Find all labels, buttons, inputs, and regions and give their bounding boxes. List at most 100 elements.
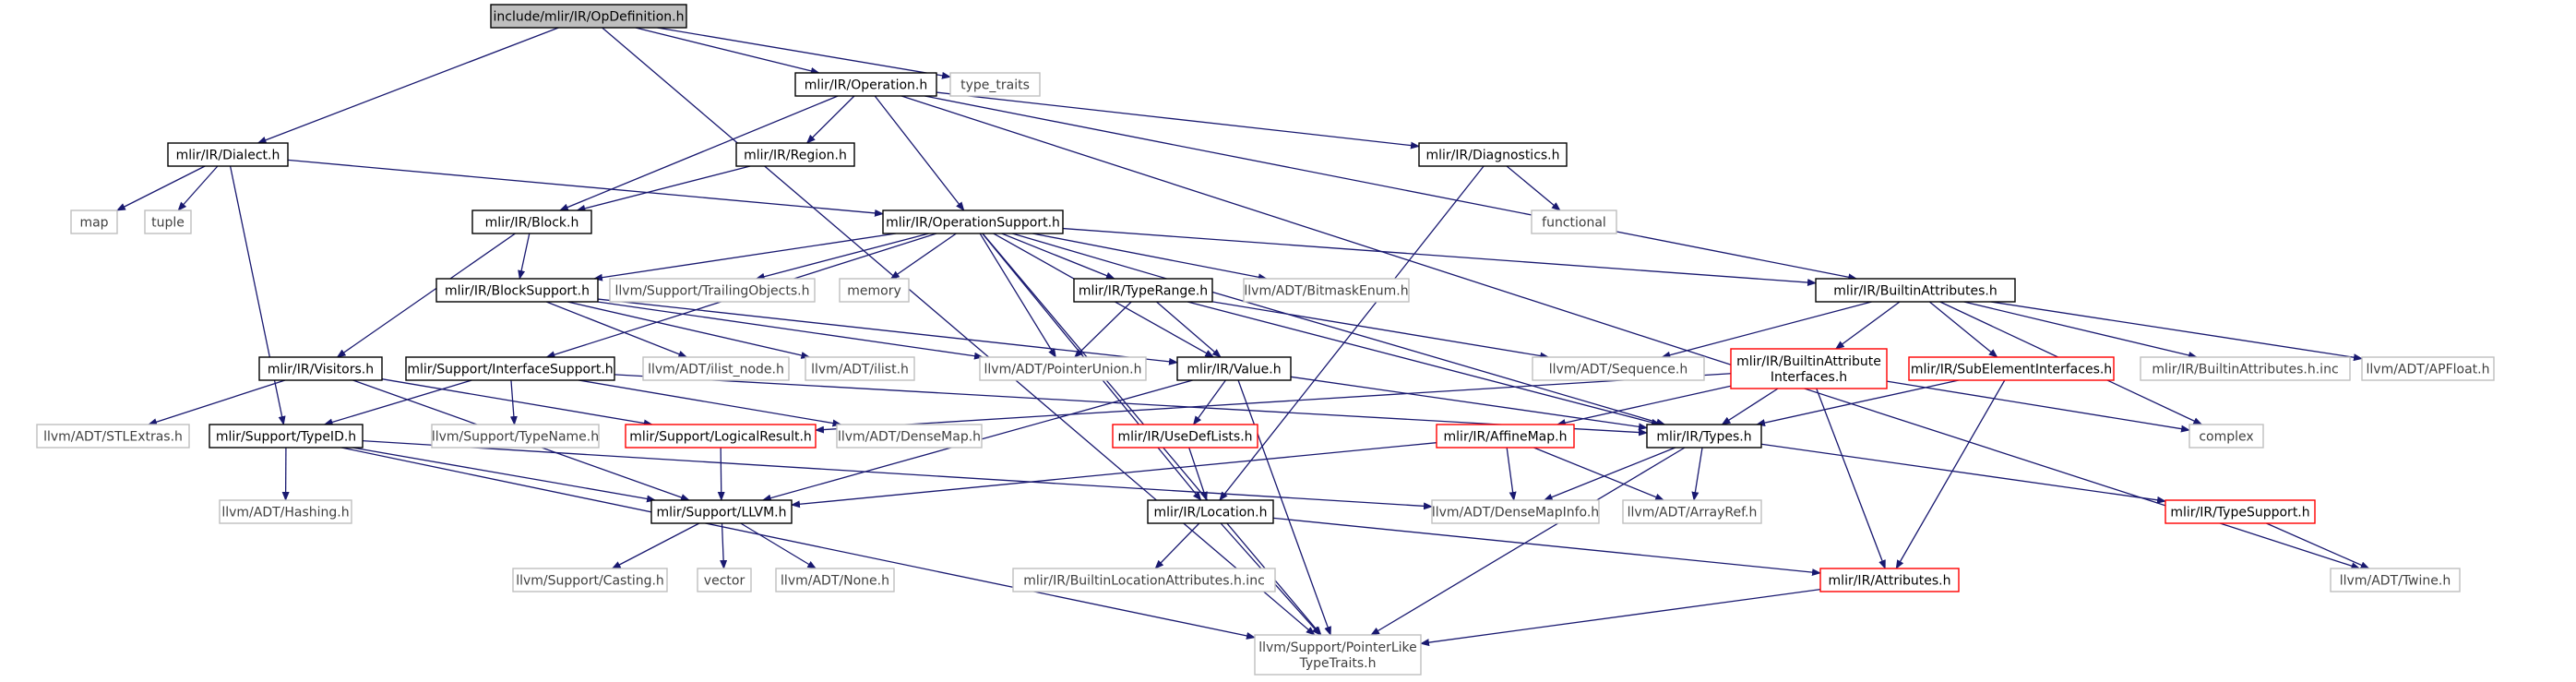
node-dialect[interactable]: mlir/IR/Dialect.h bbox=[167, 142, 289, 167]
node-usedef[interactable]: mlir/IR/UseDefLists.h bbox=[1112, 424, 1258, 449]
node-box-ilistnode bbox=[642, 356, 790, 381]
edge-blocksupport-to-value bbox=[597, 298, 1178, 365]
node-ptrunion[interactable]: llvm/ADT/PointerUnion.h bbox=[979, 356, 1147, 381]
node-box-apfloat bbox=[2361, 356, 2495, 381]
node-label-ptrlike: llvm/Support/PointerLike bbox=[1258, 640, 1417, 655]
edge-builtinattrs-to-sequence bbox=[1661, 301, 1872, 359]
node-operation[interactable]: mlir/IR/Operation.h bbox=[794, 72, 937, 97]
node-label-usedef: mlir/IR/UseDefLists.h bbox=[1117, 430, 1252, 445]
node-logicalresult[interactable]: mlir/Support/LogicalResult.h bbox=[625, 424, 817, 449]
node-label-complex: complex bbox=[2199, 430, 2253, 445]
edge-ifacesupport-to-types bbox=[614, 374, 1648, 437]
node-complex[interactable]: complex bbox=[2188, 424, 2264, 449]
node-twine[interactable]: llvm/ADT/Twine.h bbox=[2330, 568, 2461, 592]
edge-operation-to-builtinattrs bbox=[924, 95, 1858, 281]
node-box-subelem bbox=[1908, 356, 2115, 381]
edge-block-to-visitors bbox=[336, 233, 516, 358]
edge-baifaces-to-attributes bbox=[1816, 388, 1886, 569]
node-none[interactable]: llvm/ADT/None.h bbox=[775, 568, 895, 592]
node-box-functional bbox=[1531, 209, 1617, 234]
node-box-affinemap bbox=[1436, 424, 1575, 449]
node-types[interactable]: mlir/IR/Types.h bbox=[1646, 424, 1762, 449]
node-llvmh[interactable]: mlir/Support/LLVM.h bbox=[650, 499, 793, 524]
node-label-type_traits: type_traits bbox=[960, 78, 1030, 93]
node-builtinattrs[interactable]: mlir/IR/BuiltinAttributes.h bbox=[1815, 278, 2016, 303]
node-label-densemap: llvm/ADT/DenseMap.h bbox=[838, 430, 981, 445]
edge-llvmh-to-vector bbox=[720, 522, 728, 569]
node-map[interactable]: map bbox=[70, 209, 118, 234]
node-label-memory: memory bbox=[847, 284, 901, 299]
node-functional[interactable]: functional bbox=[1531, 209, 1617, 234]
node-trailing[interactable]: llvm/Support/TrailingObjects.h bbox=[609, 278, 816, 303]
node-label-llvmh: mlir/Support/LLVM.h bbox=[657, 506, 787, 520]
edge-location-to-attributes bbox=[1272, 517, 1821, 577]
node-box-arrayref bbox=[1622, 499, 1762, 524]
node-label-densemapinfo: llvm/ADT/DenseMapInfo.h bbox=[1432, 506, 1599, 520]
node-casting[interactable]: llvm/Support/Casting.h bbox=[512, 568, 668, 592]
node-densemapinfo[interactable]: llvm/ADT/DenseMapInfo.h bbox=[1431, 499, 1600, 524]
node-battrsinc[interactable]: mlir/IR/BuiltinAttributes.h.inc bbox=[2140, 356, 2351, 381]
node-opdef[interactable]: include/mlir/IR/OpDefinition.h bbox=[490, 4, 687, 29]
edge-builtinattrs-to-apfloat bbox=[1990, 301, 2363, 362]
node-diagnostics[interactable]: mlir/IR/Diagnostics.h bbox=[1418, 142, 1568, 167]
node-region[interactable]: mlir/IR/Region.h bbox=[735, 142, 855, 167]
edge-ifacesupport-to-densemap bbox=[578, 379, 842, 427]
node-block[interactable]: mlir/IR/Block.h bbox=[471, 209, 592, 234]
node-typerange[interactable]: mlir/IR/TypeRange.h bbox=[1073, 278, 1213, 303]
node-label-ilist: llvm/ADT/ilist.h bbox=[811, 363, 909, 377]
edge-dialect-to-tuple bbox=[177, 165, 219, 211]
node-box-llvmh bbox=[650, 499, 793, 524]
node-apfloat[interactable]: llvm/ADT/APFloat.h bbox=[2361, 356, 2495, 381]
node-box-logicalresult bbox=[625, 424, 817, 449]
node-vector[interactable]: vector bbox=[697, 568, 752, 592]
node-typename[interactable]: llvm/Support/TypeName.h bbox=[431, 424, 600, 449]
edge-llvmh-to-casting bbox=[611, 522, 700, 569]
node-stlextras[interactable]: llvm/ADT/STLExtras.h bbox=[36, 424, 190, 449]
node-arrayref[interactable]: llvm/ADT/ArrayRef.h bbox=[1622, 499, 1762, 524]
node-box-casting bbox=[512, 568, 668, 592]
node-box-tuple bbox=[144, 209, 192, 234]
node-bitmask[interactable]: llvm/ADT/BitmaskEnum.h bbox=[1243, 278, 1410, 303]
node-label-location: mlir/IR/Location.h bbox=[1154, 506, 1268, 520]
node-box-dialect bbox=[167, 142, 289, 167]
node-ilistnode[interactable]: llvm/ADT/ilist_node.h bbox=[642, 356, 790, 381]
edge-blocksupport-to-ptrunion bbox=[597, 301, 984, 360]
node-subelem[interactable]: mlir/IR/SubElementInterfaces.h bbox=[1908, 356, 2115, 381]
node-box-stlextras bbox=[36, 424, 190, 449]
node-box-blocksupport bbox=[435, 278, 599, 303]
node-densemap[interactable]: llvm/ADT/DenseMap.h bbox=[836, 424, 983, 449]
edge-opsupport-to-builtinattrs bbox=[1062, 227, 1817, 287]
node-ifacesupport[interactable]: mlir/Support/InterfaceSupport.h bbox=[405, 356, 615, 381]
node-attributes[interactable]: mlir/IR/Attributes.h bbox=[1819, 568, 1960, 592]
node-label-vector: vector bbox=[704, 574, 745, 589]
node-location[interactable]: mlir/IR/Location.h bbox=[1147, 499, 1274, 524]
edge-typerange-to-types bbox=[1187, 301, 1661, 426]
node-label-dialect: mlir/IR/Dialect.h bbox=[176, 149, 280, 163]
edge-logicalresult-to-llvmh bbox=[717, 447, 725, 501]
edge-opsupport-to-blocksupport bbox=[592, 233, 897, 281]
node-opsupport[interactable]: mlir/IR/OperationSupport.h bbox=[882, 209, 1064, 234]
edge-operation-to-diagnostics bbox=[936, 91, 1420, 150]
node-box-builtinloc bbox=[1012, 568, 1276, 592]
node-tuple[interactable]: tuple bbox=[144, 209, 192, 234]
edge-layer bbox=[115, 27, 2370, 647]
node-affinemap[interactable]: mlir/IR/AffineMap.h bbox=[1436, 424, 1575, 449]
node-blocksupport[interactable]: mlir/IR/BlockSupport.h bbox=[435, 278, 599, 303]
node-type_traits[interactable]: type_traits bbox=[949, 72, 1041, 97]
node-typesupport[interactable]: mlir/IR/TypeSupport.h bbox=[2165, 499, 2316, 524]
node-box-memory bbox=[839, 278, 910, 303]
edge-opdef-to-dialect bbox=[256, 27, 559, 144]
node-value[interactable]: mlir/IR/Value.h bbox=[1176, 356, 1292, 381]
node-label-typerange: mlir/IR/TypeRange.h bbox=[1079, 284, 1208, 299]
edge-dialect-to-opsupport bbox=[287, 159, 884, 217]
node-typeid[interactable]: mlir/Support/TypeID.h bbox=[209, 424, 364, 449]
node-memory[interactable]: memory bbox=[839, 278, 910, 303]
node-hashing[interactable]: llvm/ADT/Hashing.h bbox=[219, 499, 352, 524]
node-sequence[interactable]: llvm/ADT/Sequence.h bbox=[1532, 356, 1705, 381]
node-ilist[interactable]: llvm/ADT/ilist.h bbox=[805, 356, 915, 381]
edge-blocksupport-to-ilist bbox=[566, 301, 811, 359]
node-builtinloc[interactable]: mlir/IR/BuiltinLocationAttributes.h.inc bbox=[1012, 568, 1276, 592]
node-visitors[interactable]: mlir/IR/Visitors.h bbox=[258, 356, 383, 381]
